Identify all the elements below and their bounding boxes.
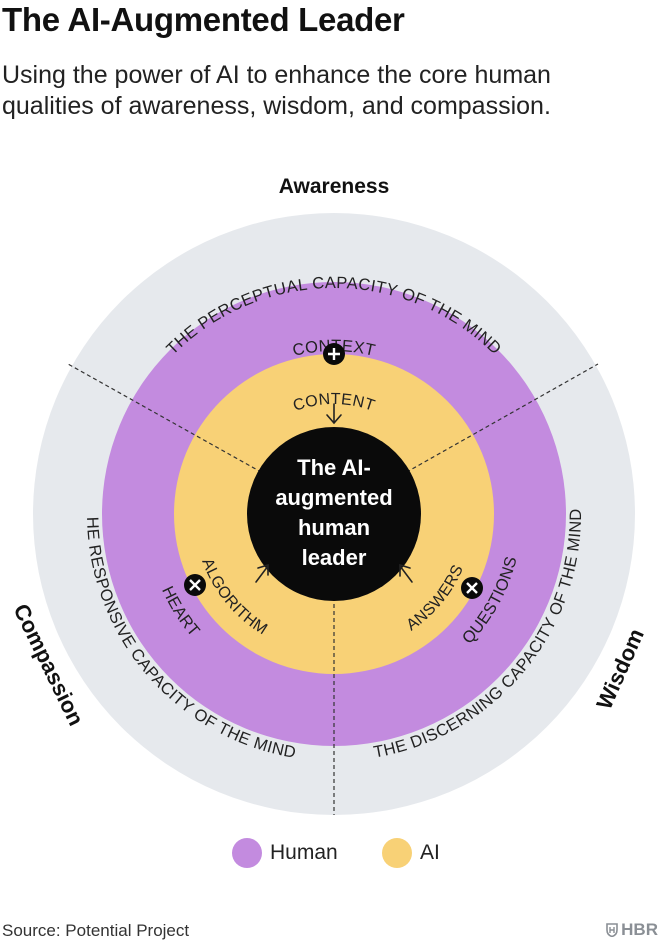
hbr-logo: HBR bbox=[606, 920, 658, 940]
legend: Human AI bbox=[0, 838, 666, 872]
legend-item-human: Human bbox=[232, 838, 338, 868]
page-title: The AI-Augmented Leader bbox=[2, 1, 405, 38]
center-line-4: leader bbox=[302, 545, 367, 570]
center-line-3: human bbox=[298, 515, 370, 540]
content-arrow-icon bbox=[326, 403, 342, 425]
legend-item-ai: AI bbox=[382, 838, 440, 868]
divider-lines bbox=[67, 363, 599, 815]
center-line-1: The AI- bbox=[297, 455, 371, 480]
ai-augmented-leader-diagram: The AI- augmented human leader Awareness… bbox=[0, 160, 649, 815]
plus-icon bbox=[461, 577, 483, 599]
page-subtitle: Using the power of AI to enhance the cor… bbox=[2, 61, 551, 120]
shield-icon bbox=[606, 923, 618, 937]
legend-label-human: Human bbox=[270, 841, 338, 864]
center-label: The AI- augmented human leader bbox=[275, 455, 392, 570]
brand-label: HBR bbox=[621, 920, 658, 939]
center-disk bbox=[247, 427, 421, 601]
arrow-icons bbox=[255, 403, 413, 583]
center-line-2: augmented bbox=[275, 485, 392, 510]
plus-icon bbox=[184, 574, 206, 596]
content-label: CONTENT bbox=[291, 391, 377, 415]
ai-swatch bbox=[382, 838, 412, 868]
plus-markers bbox=[184, 343, 483, 599]
plus-icon bbox=[323, 343, 345, 365]
algorithm-arrow-icon bbox=[255, 563, 269, 583]
legend-label-ai: AI bbox=[420, 841, 440, 864]
awareness-label: Awareness bbox=[279, 175, 390, 198]
answers-arrow-icon bbox=[399, 563, 413, 583]
human-swatch bbox=[232, 838, 262, 868]
source-note: Source: Potential Project bbox=[2, 921, 190, 940]
